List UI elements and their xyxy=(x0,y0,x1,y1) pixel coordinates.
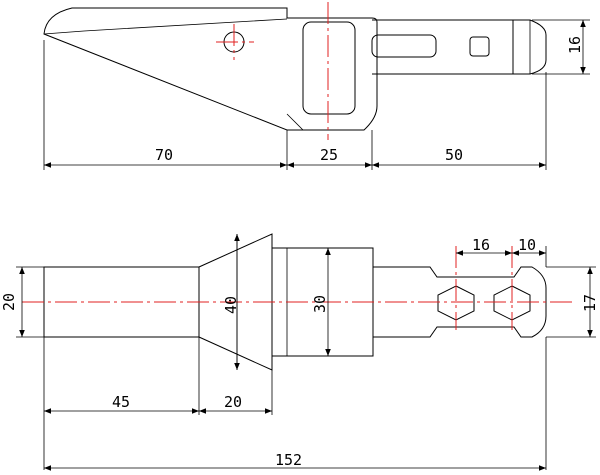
dim-label-neck-length: 25 xyxy=(320,146,338,164)
shank-small-slot xyxy=(469,36,490,57)
dim-label-collar-diameter: 30 xyxy=(311,295,329,313)
tip-outline xyxy=(513,19,547,75)
dim-label-cone-diameter: 40 xyxy=(222,296,240,314)
dim-label-overall-length: 152 xyxy=(275,451,302,469)
shank-outline xyxy=(372,19,514,75)
dim-label-tip-offset: 10 xyxy=(518,236,536,254)
dim-label-shank-length: 45 xyxy=(112,393,130,411)
dim-label-cone-length: 20 xyxy=(224,393,242,411)
dim-label-shank-diameter: 20 xyxy=(0,293,18,311)
blade-inner-edge xyxy=(43,18,288,35)
top-view: 70 25 50 16 xyxy=(43,2,590,170)
blade-outline xyxy=(43,7,378,131)
side-view: 20 40 30 17 16 10 45 20 152 xyxy=(0,233,599,471)
neck-inner-edge xyxy=(286,113,304,131)
dim-label-shank-length: 50 xyxy=(445,146,463,164)
dim-label-hex-spacing: 16 xyxy=(472,236,490,254)
dim-label-body-length: 70 xyxy=(155,146,173,164)
dim-label-tip-width: 17 xyxy=(581,294,599,312)
shank-slot xyxy=(371,34,437,58)
dim-label-tip-height: 16 xyxy=(566,36,584,54)
neck-slot xyxy=(302,21,356,115)
